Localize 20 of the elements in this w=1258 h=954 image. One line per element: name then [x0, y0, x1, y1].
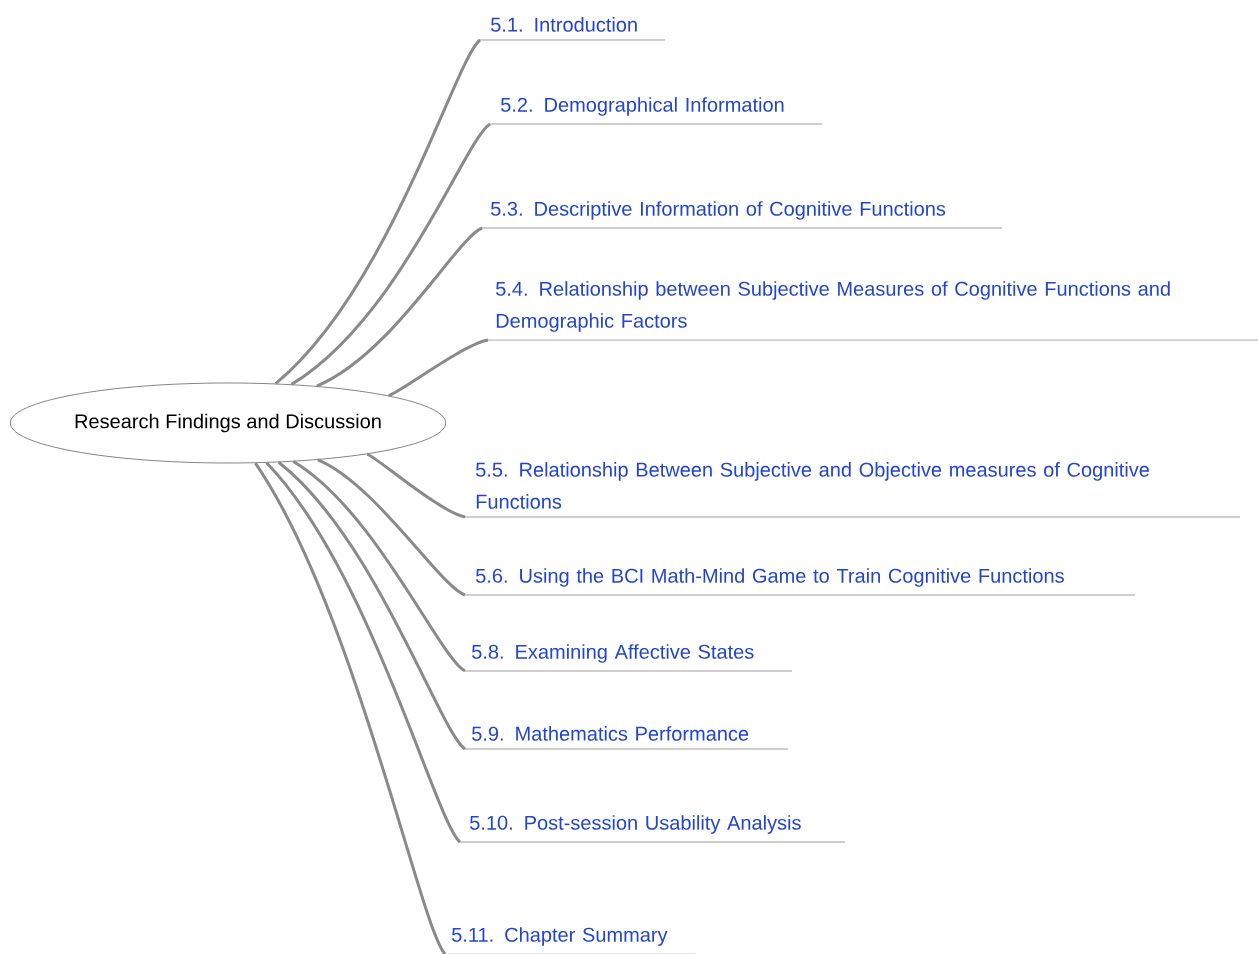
- subtopic: 5.5. Relationship Between Subjective and Objective measures of Cognitive Functions: [464, 462, 1241, 518]
- branch: [265, 461, 462, 843]
- branch: [317, 458, 466, 597]
- branch: [277, 461, 467, 751]
- subtopic: 5.6. Using the BCI Math-Mind Game to Train Cognitive Functions: [464, 568, 1136, 596]
- subtopic: 5.8. Examining Affective States: [464, 644, 793, 672]
- branch: [292, 460, 466, 673]
- branch: [274, 39, 482, 385]
- branch: [387, 338, 489, 397]
- subtopic: 5.4. Relationship between Subjective Measures of Cognitive Functions and Demographic Factors: [487, 281, 1258, 341]
- branch: [254, 462, 447, 954]
- subtopic: 5.10. Post-session Usability Analysis: [459, 815, 846, 843]
- branch: [316, 226, 483, 388]
- subtopic: 5.11. Chapter Summary: [444, 927, 696, 954]
- branch: [290, 122, 492, 386]
- subtopic: 5.9. Mathematics Performance: [464, 726, 789, 750]
- subtopic: 5.2. Demographical Information: [489, 97, 823, 125]
- subtopic: 5.3. Descriptive Information of Cognitive Functions: [481, 201, 1003, 229]
- subtopic: 5.1. Introduction: [479, 17, 666, 41]
- branch: [366, 452, 466, 519]
